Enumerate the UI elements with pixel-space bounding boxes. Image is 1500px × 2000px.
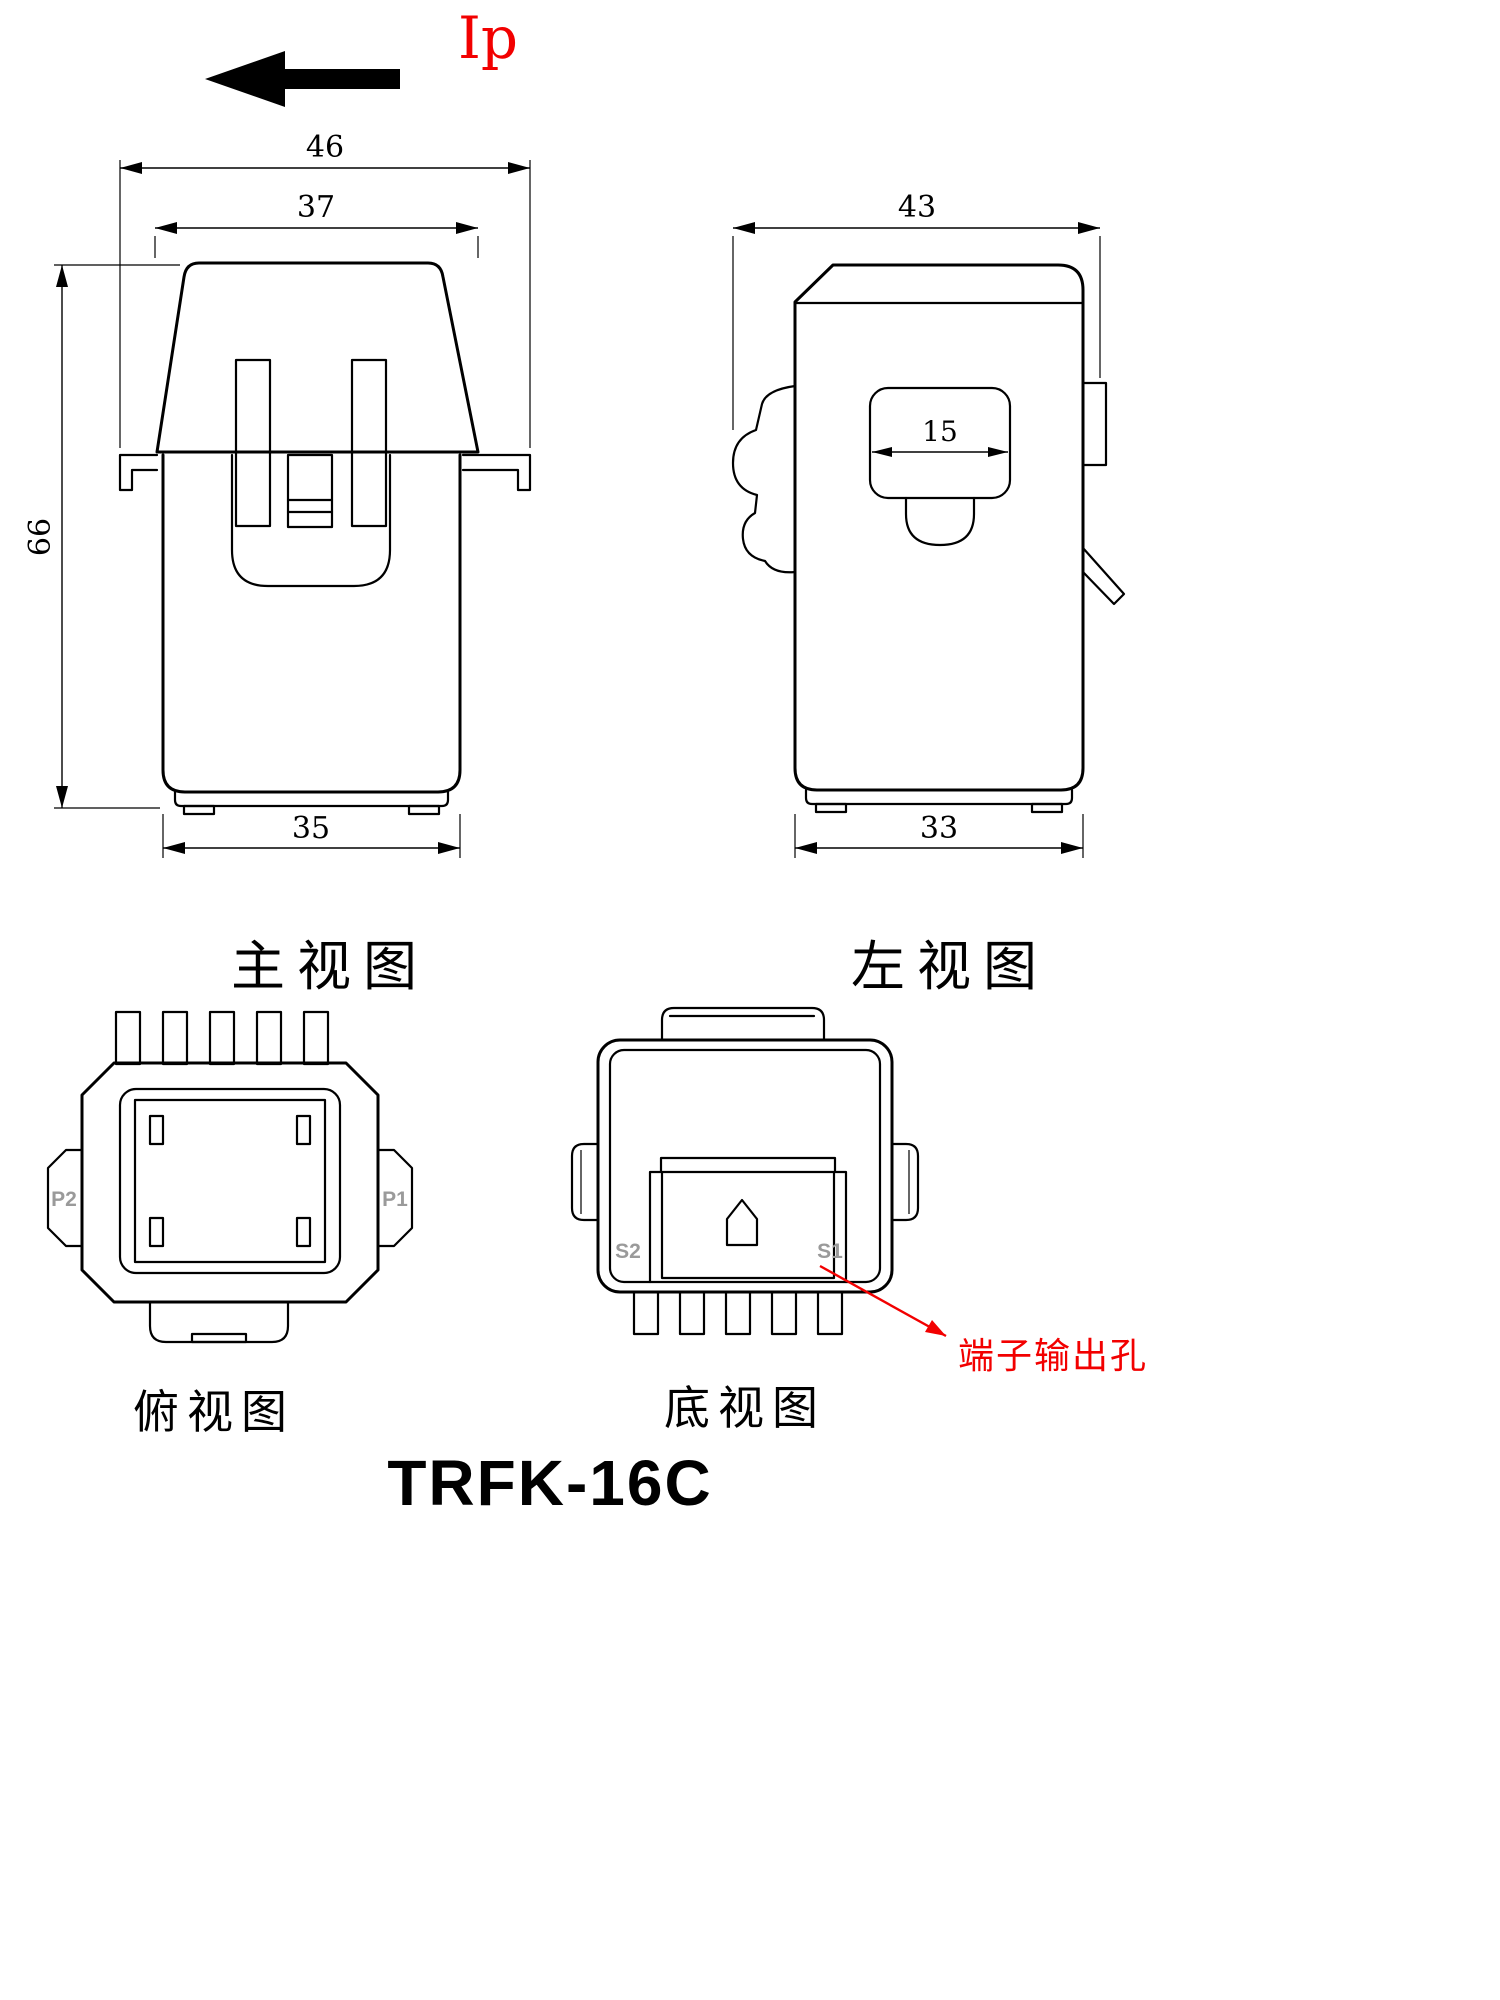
bottom-top-tab <box>660 1006 826 1042</box>
front-view-label: 主视图 <box>231 935 429 998</box>
bottom-tab-left <box>570 1142 600 1222</box>
front-foot-right <box>407 804 441 816</box>
orientation-arrow-icon <box>725 1198 759 1247</box>
front-cap-outline <box>155 261 480 454</box>
annotation-leader: 端子输出孔 <box>819 1264 1148 1377</box>
dim-15-label: 15 <box>922 415 958 448</box>
front-dim-bottom-width: 35 <box>162 811 461 858</box>
front-slot-right <box>350 358 388 528</box>
front-jaw-opening <box>230 453 392 588</box>
left-foot-right <box>1030 802 1064 814</box>
left-window-slot <box>904 496 976 547</box>
bottom-terminal-comb <box>632 1290 844 1336</box>
dim-43-label: 43 <box>898 190 936 225</box>
bottom-inner-frame <box>608 1048 882 1284</box>
front-dim-overall-width: 46 <box>119 130 531 448</box>
bottom-view: S2 S1 端子输出孔 底视图 <box>570 1006 1148 1435</box>
front-left-tab <box>118 453 159 492</box>
left-view-label: 左视图 <box>851 935 1049 998</box>
left-dim-overall-depth: 43 <box>732 190 1101 430</box>
left-base-strip <box>804 788 1074 806</box>
left-dim-bottom-depth: 33 <box>794 811 1084 858</box>
bottom-tab-right <box>890 1142 920 1222</box>
left-window <box>868 386 1012 500</box>
top-bottom-notch <box>190 1332 248 1344</box>
port-p2-label: P2 <box>51 1188 77 1211</box>
left-arrow-icon <box>205 51 400 107</box>
front-body-outline <box>161 453 462 794</box>
left-latch-clip <box>731 384 797 574</box>
front-dim-height: 66 <box>23 264 180 809</box>
front-right-tab <box>461 453 532 492</box>
top-tab-left <box>46 1148 84 1248</box>
top-inner-frame <box>118 1087 342 1275</box>
top-view-label: 俯视图 <box>133 1385 295 1439</box>
front-foot-left <box>182 804 216 816</box>
bottom-body-outline <box>596 1038 894 1294</box>
top-tab-right <box>376 1148 414 1248</box>
front-slot-left <box>234 358 272 528</box>
left-lever-tip <box>1081 546 1126 606</box>
annotation-leader-arrow-icon <box>925 1320 946 1336</box>
top-window <box>133 1098 327 1264</box>
top-window-clips <box>148 1114 312 1248</box>
left-right-step <box>1081 381 1108 467</box>
top-bottom-boss <box>148 1300 290 1344</box>
terminal-s2-label: S2 <box>615 1240 641 1263</box>
ip-label: Ip <box>458 4 518 72</box>
left-body-outline <box>793 263 1085 792</box>
top-terminal-comb <box>114 1010 330 1066</box>
dim-46-label: 46 <box>306 130 344 165</box>
terminal-cover-outline <box>648 1156 848 1284</box>
terminal-cover-inner <box>660 1170 836 1280</box>
front-view: 46 37 66 35 主视图 <box>23 130 532 998</box>
top-body-outline <box>80 1061 380 1304</box>
left-view: 43 15 33 左视图 <box>731 190 1126 998</box>
front-dim-top-width: 37 <box>154 190 479 258</box>
bottom-view-label: 底视图 <box>664 1381 826 1435</box>
dim-66-label: 66 <box>23 518 58 556</box>
top-view: P2 P1 俯视图 <box>46 1010 414 1439</box>
port-p1-label: P1 <box>382 1188 408 1211</box>
terminal-hole-annotation: 端子输出孔 <box>958 1336 1148 1377</box>
annotation-leader-line <box>819 1264 947 1338</box>
front-base-strip <box>173 790 450 808</box>
left-dim-window-width: 15 <box>872 415 1008 457</box>
terminal-s1-label: S1 <box>817 1240 843 1263</box>
product-model-title: TRFK-16C <box>387 1447 712 1519</box>
dim-35-label: 35 <box>292 811 330 846</box>
dim-37-label: 37 <box>297 190 335 225</box>
current-direction: Ip <box>205 4 518 107</box>
dim-33-label: 33 <box>920 811 958 846</box>
front-center-block <box>286 453 334 529</box>
left-foot-left <box>814 802 848 814</box>
